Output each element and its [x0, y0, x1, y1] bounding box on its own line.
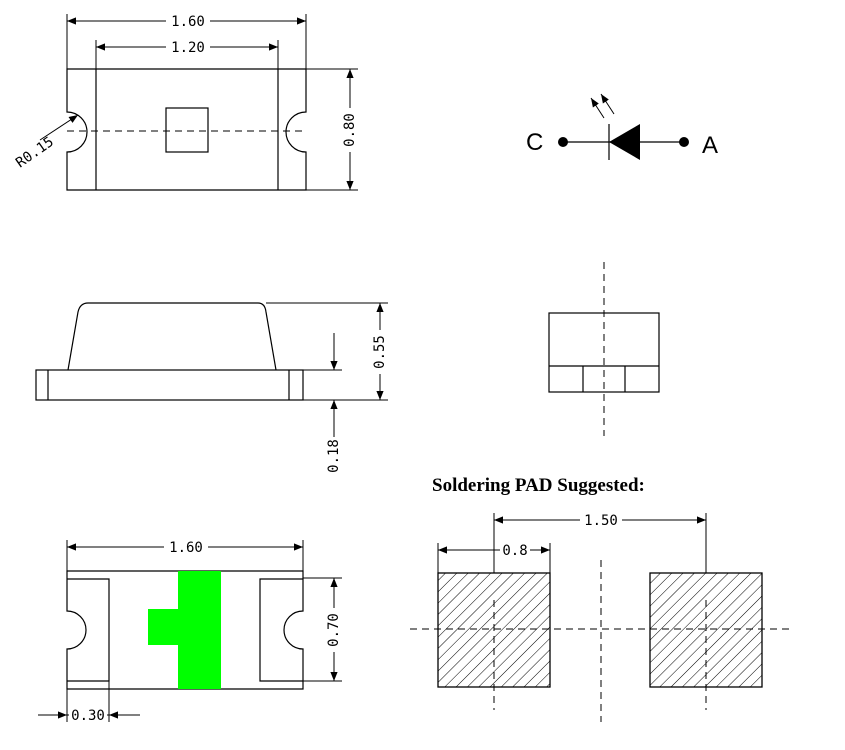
pad-width-label: 0.8	[502, 543, 527, 559]
soldering-pad: Soldering PAD Suggested: 1.50 0.8	[410, 475, 792, 722]
soldering-pad-title: Soldering PAD Suggested:	[432, 475, 645, 496]
emission-arrow-2	[600, 93, 615, 115]
anode-terminal	[679, 137, 689, 147]
end-view	[548, 262, 660, 436]
top-view-chip	[165, 107, 209, 153]
side-view-base	[35, 369, 304, 401]
side-view: 0.55 0.18	[35, 302, 388, 473]
diode-triangle	[609, 124, 640, 160]
bottom-pad-right	[259, 578, 303, 682]
top-view-body	[66, 68, 307, 191]
diode-symbol: C A	[526, 93, 718, 160]
bottom-pad-left	[67, 578, 110, 682]
bottom-view-body	[66, 570, 304, 690]
side-base-height-label: 0.18	[326, 439, 342, 473]
top-height-label: 0.80	[342, 113, 358, 147]
side-view-lens	[67, 302, 277, 371]
emission-arrow-1	[590, 97, 605, 119]
top-length-label: 1.60	[171, 14, 205, 30]
top-view: 1.60 1.20 0.80 R0.15	[13, 12, 358, 191]
bottom-pad-width-label: 0.30	[71, 708, 105, 724]
bottom-view: 1.60 0.70 0.30	[38, 538, 342, 724]
anode-label: A	[702, 132, 718, 159]
top-inner-length-label: 1.20	[171, 40, 205, 56]
side-total-height-label: 0.55	[372, 335, 388, 369]
pad-pitch-label: 1.50	[584, 513, 618, 529]
cathode-terminal	[558, 137, 568, 147]
bottom-height-label: 0.70	[326, 613, 342, 647]
radius-leader	[39, 114, 79, 141]
cathode-label: C	[526, 129, 543, 156]
radius-label: R0.15	[13, 134, 57, 171]
polarity-mark	[148, 571, 221, 689]
bottom-length-label: 1.60	[169, 540, 203, 556]
